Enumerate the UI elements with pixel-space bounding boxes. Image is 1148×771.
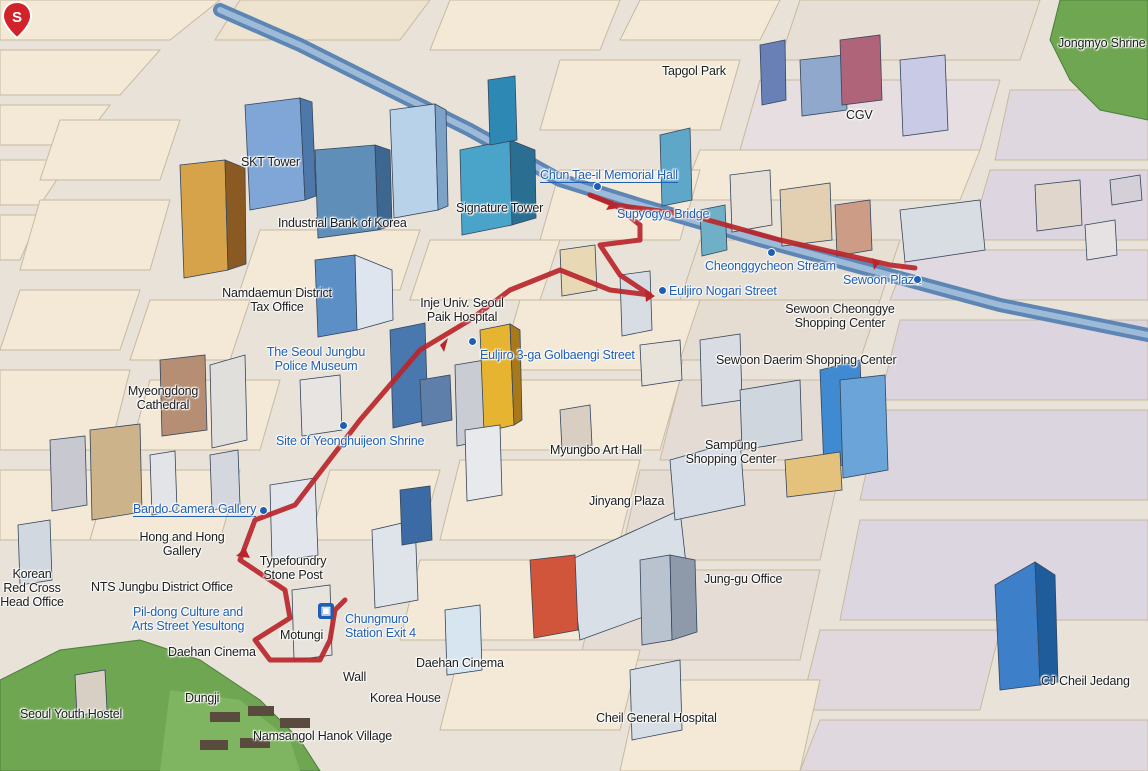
subway-icon: ▣ xyxy=(318,603,334,619)
label-cheil-general-hospital: Cheil General Hospital xyxy=(596,711,717,725)
route-stop-bando-camera-dot xyxy=(259,506,268,515)
label-hong-and-hong-gallery: Hong and Hong Gallery xyxy=(139,530,225,558)
route-stop-chun-tae-il-text: Chun Tae-il Memorial Hall xyxy=(540,168,678,183)
start-pin-icon[interactable]: S xyxy=(0,0,34,40)
label-signature-tower: Signature Tower xyxy=(456,201,544,215)
label-jongmyo-shrine: Jongmyo Shrine xyxy=(1058,36,1146,50)
route-stop-chungmuro-exit-4[interactable]: Chungmuro Station Exit 4 xyxy=(345,612,416,640)
label-sampung-shopping-center: Sampung Shopping Center xyxy=(685,438,777,466)
label-jinyang-plaza: Jinyang Plaza xyxy=(589,494,665,508)
route-stop-police-museum[interactable]: The Seoul Jungbu Police Museum xyxy=(266,345,366,373)
route-stop-euljiro-nogari-dot xyxy=(658,286,667,295)
route-stop-euljiro-golbaengi[interactable]: Euljiro 3-ga Golbaengi Street xyxy=(480,348,635,362)
label-wall: Wall xyxy=(343,670,367,684)
route-stop-sewoon-plaza-dot xyxy=(913,275,922,284)
label-namsangol-hanok-village: Namsangol Hanok Village xyxy=(253,729,393,743)
route-stop-euljiro-nogari[interactable]: Euljiro Nogari Street xyxy=(669,284,777,298)
label-industrial-bank: Industrial Bank of Korea xyxy=(278,216,407,230)
label-tapgol-park: Tapgol Park xyxy=(662,64,726,78)
label-nts-jungbu: NTS Jungbu District Office xyxy=(91,580,233,594)
jongmyo-park xyxy=(1049,0,1148,121)
route-arrows xyxy=(236,200,880,558)
route-stop-cheonggycheon-stream[interactable]: Cheonggycheon Stream xyxy=(705,259,836,273)
route-stop-chun-tae-il[interactable]: Chun Tae-il Memorial Hall xyxy=(540,168,678,183)
label-daehan-cinema-center: Daehan Cinema xyxy=(416,656,504,670)
label-typefoundry-stone-post: Typefoundry Stone Post xyxy=(259,554,327,582)
route-stop-yeonghuijeon-dot xyxy=(339,421,348,430)
label-seoul-youth-hostel: Seoul Youth Hostel xyxy=(20,707,123,721)
label-myungbo-art-hall: Myungbo Art Hall xyxy=(550,443,642,457)
label-namdaemun-tax-office: Namdaemun District Tax Office xyxy=(222,286,332,314)
label-cj-cheil-jedang: CJ Cheil Jedang xyxy=(1041,674,1130,688)
route-stop-yeonghuijeon-shrine[interactable]: Site of Yeonghuijeon Shrine xyxy=(276,434,425,448)
route-stop-bando-camera[interactable]: Bando Camera Gallery xyxy=(133,502,257,517)
walking-route xyxy=(237,202,918,663)
route-stop-cheonggycheon-dot xyxy=(767,248,776,257)
route-stop-supyogyo-bridge[interactable]: Supyogyo Bridge xyxy=(617,207,710,221)
label-dungji: Dungji xyxy=(185,691,220,705)
label-motungi: Motungi xyxy=(280,628,324,642)
label-korea-house: Korea House xyxy=(370,691,441,705)
label-sewoon-cheonggye: Sewoon Cheonggye Shopping Center xyxy=(785,302,895,330)
hanok-roofs xyxy=(200,706,310,750)
label-jung-gu-office: Jung-gu Office xyxy=(704,572,783,586)
svg-text:S: S xyxy=(12,9,22,26)
label-sewoon-daerim: Sewoon Daerim Shopping Center xyxy=(716,353,897,367)
route-stop-sewoon-plaza[interactable]: Sewoon Plaza xyxy=(843,273,921,287)
buildings xyxy=(17,34,1143,741)
label-daehan-cinema-left: Daehan Cinema xyxy=(168,645,256,659)
route-stop-golbaengi-dot xyxy=(468,337,477,346)
label-myeongdong-cathedral: Myeongdong Cathedral xyxy=(127,384,199,412)
route-stop-bando-camera-text: Bando Camera Gallery xyxy=(133,502,257,517)
route-stop-chun-tae-il-dot xyxy=(593,182,602,191)
label-inje-paik-hospital: Inje Univ. Seoul Paik Hospital xyxy=(420,296,504,324)
label-korean-red-cross: Korean Red Cross Head Office xyxy=(0,567,64,609)
label-cgv: CGV xyxy=(846,108,873,122)
label-skt-tower: SKT Tower xyxy=(241,155,300,169)
route-stop-pildong-yesultong[interactable]: Pil-dong Culture and Arts Street Yesulto… xyxy=(131,605,245,633)
